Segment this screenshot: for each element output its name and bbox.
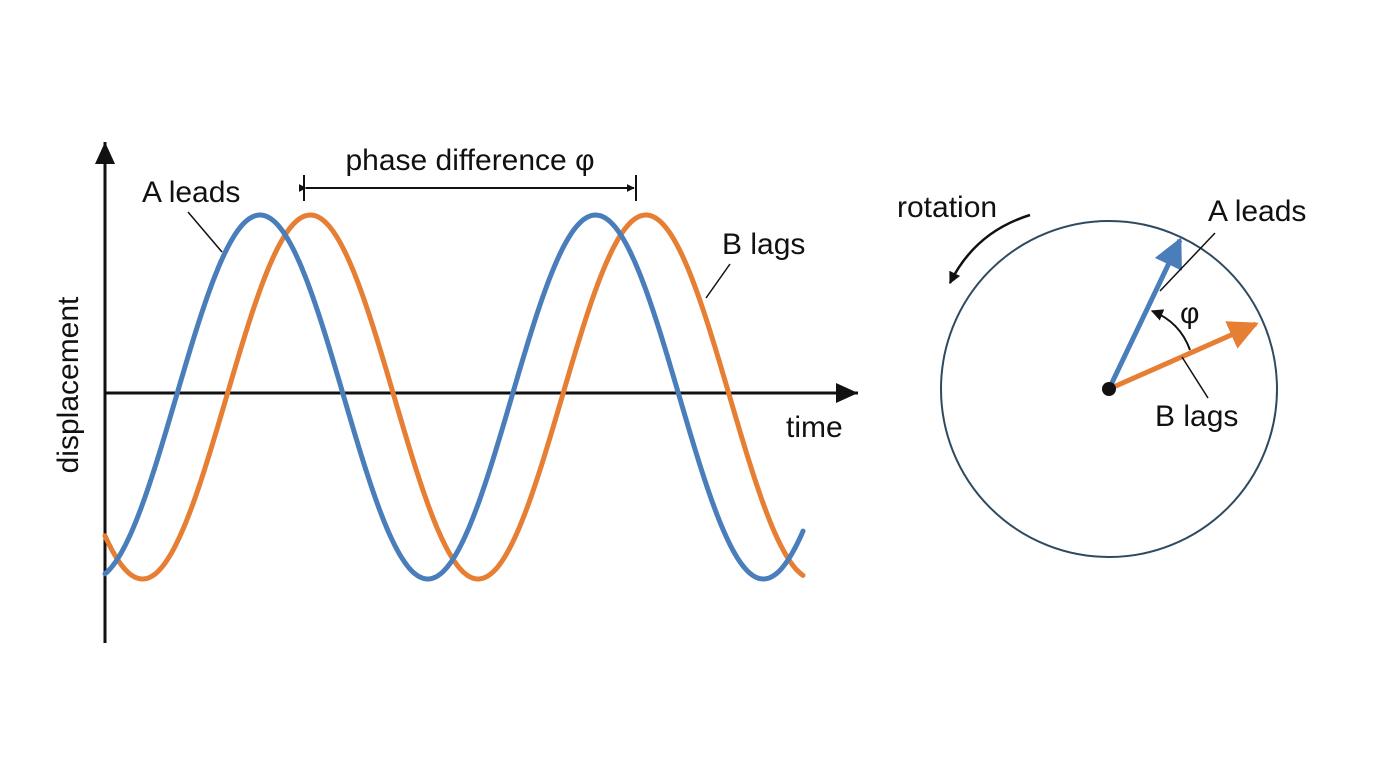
phasor-b-label: B lags [1155,400,1238,433]
phasor-b-arrow [1107,321,1259,392]
phase-angle-label: φ [1180,297,1199,330]
phasor-a-label: A leads [1208,195,1306,228]
phasor-circle [940,220,1278,558]
y-axis-arrowhead [95,142,115,164]
rotation-arrow [948,213,1031,285]
rotation-label: rotation [897,191,997,224]
wave-a-curve [102,212,806,582]
phasor-origin-dot [1102,382,1116,396]
phasor-b-leader [1181,356,1209,399]
phase-angle-arc [1150,309,1191,351]
wave-b-curve [102,212,806,582]
wave-a-label: A leads [142,176,240,209]
wave-b-leader [705,263,731,299]
phasor-a-arrow [1106,237,1183,391]
x-axis-arrowhead [836,383,858,403]
wave-b-label: B lags [722,228,805,261]
y-axis-label: displacement [52,296,85,473]
phase-difference-label: phase difference φ [345,144,594,177]
x-axis-label: time [786,411,843,444]
phasor-a-leader [1159,232,1216,292]
wave-a-leader [187,211,223,253]
